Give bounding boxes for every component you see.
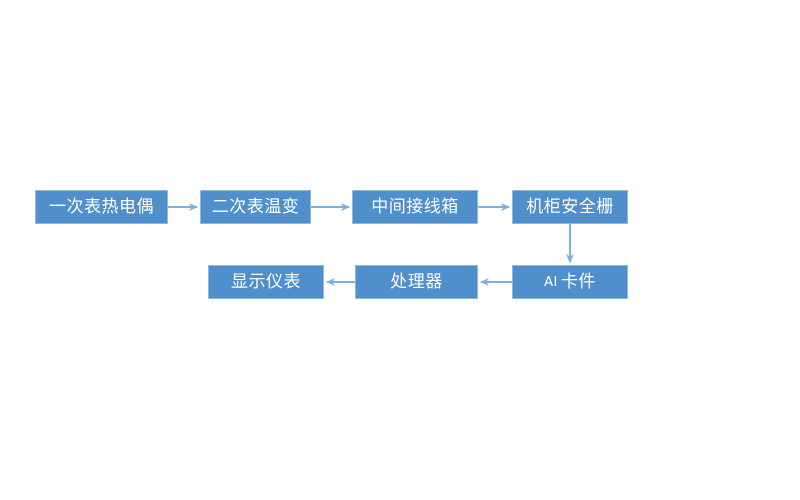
node-primary-thermocouple[interactable]: 一次表热电偶 [35,190,168,224]
node-label: 卡件 [560,271,596,292]
node-label: 二次表温变 [211,196,300,217]
node-label: 中间接线箱 [371,196,459,217]
node-ai-card[interactable]: AI 卡件 [512,265,628,299]
node-processor[interactable]: 处理器 [355,265,478,299]
node-label: 一次表热电偶 [49,196,154,217]
node-label: 处理器 [390,271,443,292]
node-label: 显示仪表 [231,271,301,292]
node-display-instrument[interactable]: 显示仪表 [208,265,324,299]
node-label: 机柜安全栅 [526,196,614,217]
node-cabinet-safety-barrier[interactable]: 机柜安全栅 [512,190,628,224]
node-label-latin: AI [544,274,558,290]
node-secondary-transmitter[interactable]: 二次表温变 [200,190,311,224]
node-junction-box[interactable]: 中间接线箱 [352,190,478,224]
